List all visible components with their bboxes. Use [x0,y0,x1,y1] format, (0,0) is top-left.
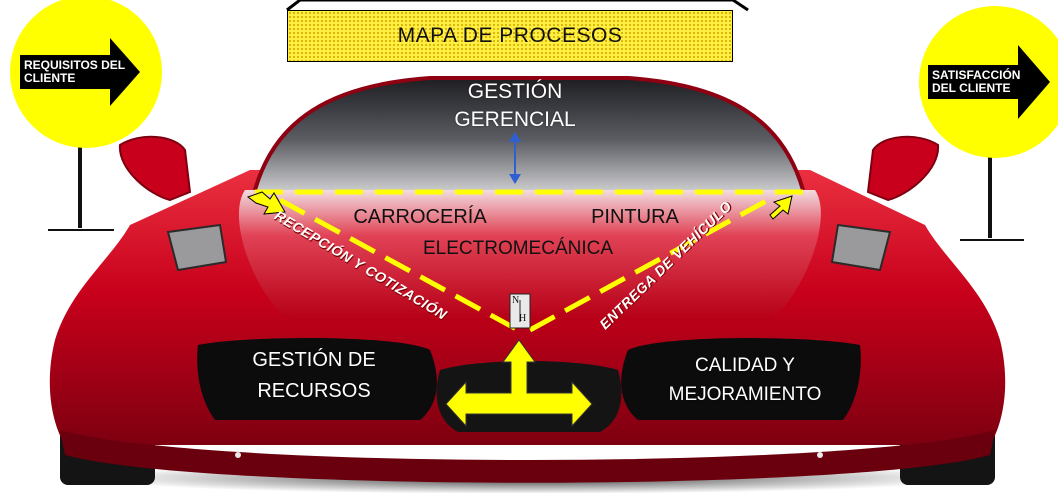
roof-edge [253,76,805,191]
right-sign-arrow-icon [928,45,1050,119]
left-sign-label: REQUISITOS DEL CLIENTE [24,58,125,85]
front-skirt [60,430,995,483]
hood [238,190,821,320]
right-intake [621,338,861,420]
right-sign-label: SATISFACCIÓN DEL CLIENTE [932,68,1021,95]
page-title: MAPA DE PROCESOS [287,10,733,62]
left-indicator [235,452,241,458]
resources-label-line1: GESTIÓN DE [252,349,376,371]
resources-label-line2: RECURSOS [257,380,371,402]
badge-letter-top: N [512,295,520,306]
quality-label-line2: MEJORAMIENTO [668,384,822,405]
right-sign [919,6,1058,241]
title-frame [286,0,749,12]
badge-letter-bottom: H [519,313,527,324]
right-corner-arrow [769,195,793,220]
left-sign-arrow-icon [20,38,140,106]
left-intake [197,338,437,420]
central-arrow-icon [445,339,593,428]
left-corner-arrow [246,191,286,215]
dashed-line-right [528,197,770,333]
double-arrow-icon [509,132,521,184]
paint-label: PINTURA [591,206,679,228]
management-label-line2: GERENCIAL [454,108,576,131]
left-mirror [118,135,192,202]
management-label-line1: GESTIÓN [467,80,563,103]
left-sign [10,0,162,231]
quality-label-line1: CALIDAD Y [695,355,795,376]
right-indicator [817,452,823,458]
left-headlight [166,223,228,272]
dashed-line-left [278,197,520,333]
right-headlight [830,223,892,272]
right-mirror [866,135,940,202]
windshield [255,78,803,190]
bodywork-label: CARROCERÍA [353,206,487,228]
hood-badge [509,293,531,329]
electromechanics-label: ELECTROMECÁNICA [422,238,614,259]
